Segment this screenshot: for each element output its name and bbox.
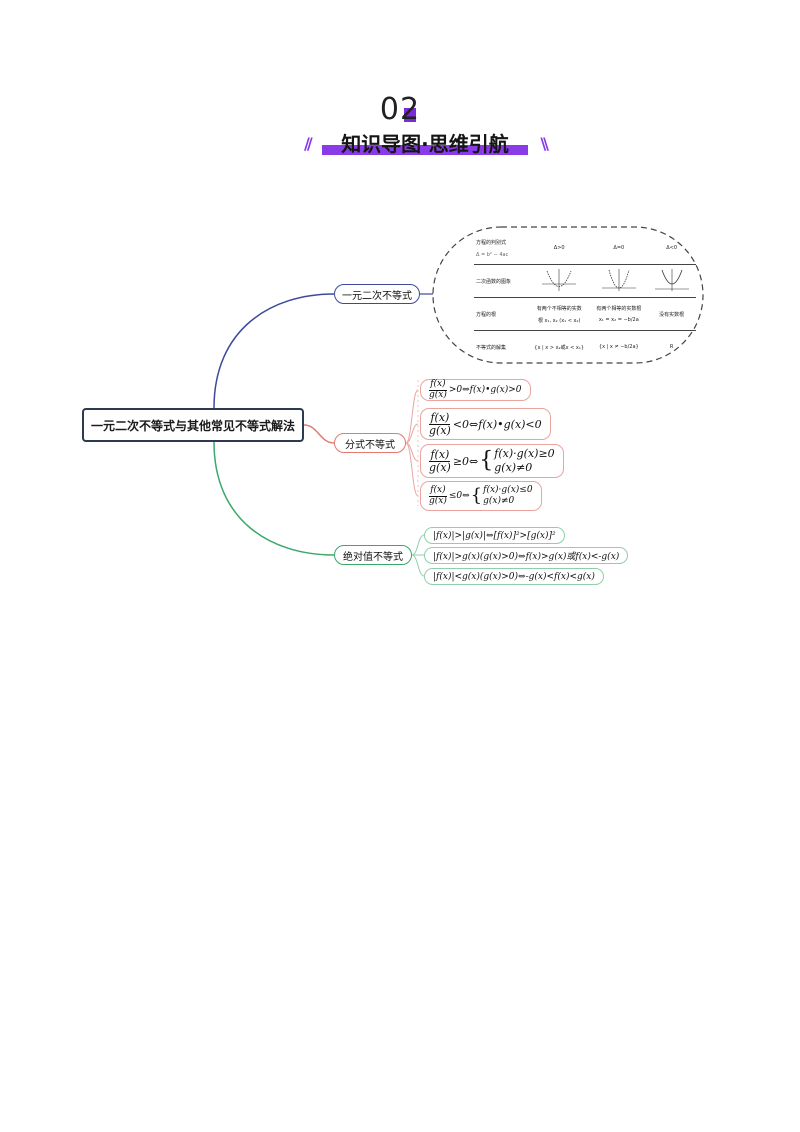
connector-root-to-absolute	[213, 441, 335, 556]
branch-absolute-inequality[interactable]: 绝对值不等式	[334, 545, 412, 565]
absolute-fan	[411, 534, 425, 577]
left-brace: {	[470, 485, 483, 506]
table-row: 二次函数的图象	[474, 264, 696, 298]
right-decor: \\	[540, 134, 549, 153]
leaf-relation: >0⇔f(x)•g(x)>0	[448, 385, 522, 395]
row-sublabel: Δ = b² − 4ac	[476, 251, 509, 258]
numerator: f(x)	[429, 410, 451, 425]
table-row: 不等式的解集 {x | x > x₂或x < x₁} {x | x ≠ −b/2…	[474, 331, 696, 364]
section-title: 知识导图·思维引航	[341, 132, 509, 156]
table-cell	[528, 264, 591, 298]
fraction: f(x)g(x)	[429, 449, 451, 473]
cell-line: 有两个相等的实数根	[596, 306, 642, 312]
denominator: g(x)	[429, 389, 447, 400]
table-cell: Δ<0	[647, 232, 696, 265]
numerator: f(x)	[429, 485, 447, 497]
table-cell: Δ>0	[528, 232, 591, 265]
branch-fractional-inequality[interactable]: 分式不等式	[334, 433, 406, 453]
left-brace: {	[479, 448, 494, 473]
left-decor: //	[304, 134, 313, 153]
cell-line: 有两个不相等的实数	[536, 305, 582, 312]
fraction: f(x)g(x)	[429, 379, 447, 400]
parabola-two-roots-graph	[542, 269, 577, 291]
section-number-accent	[404, 108, 416, 122]
fraction-leaf-lt[interactable]: f(x)g(x) <0⇔f(x)•g(x)<0	[420, 408, 551, 440]
condition-line: f(x)·g(x)≥0	[494, 447, 555, 461]
table-cell: {x | x ≠ −b/2a}	[598, 344, 639, 350]
absolute-leaf-greater[interactable]: |f(x)|>g(x)(g(x)>0)⇔f(x)>g(x)或f(x)<-g(x)	[424, 547, 629, 564]
condition-line: f(x)·g(x)≤0	[483, 484, 533, 495]
denominator: g(x)	[429, 495, 447, 506]
table-cell: 没有实数根	[647, 297, 696, 331]
row-label: 方程的判别式	[476, 239, 507, 246]
connector-root-to-quadratic	[213, 293, 335, 409]
cell-line: x₁ = x₂ = −b/2a	[598, 317, 639, 323]
table-cell: Δ=0	[590, 232, 648, 265]
section-title-block: // \\ 知识导图·思维引航	[300, 128, 550, 158]
table-cell	[590, 264, 648, 298]
leaf-relation: ≥0⇔	[452, 454, 479, 468]
table-cell: 方程的根	[474, 297, 528, 331]
table-cell: {x | x > x₂或x < x₁}	[534, 344, 585, 351]
denominator: g(x)	[429, 423, 451, 437]
table-row: 方程的判别式 Δ = b² − 4ac Δ>0 Δ=0 Δ<0	[474, 232, 696, 265]
connector-root-to-fraction	[303, 424, 335, 444]
fraction-leaf-gt[interactable]: f(x)g(x) >0⇔f(x)•g(x)>0	[420, 379, 531, 401]
numerator: f(x)	[429, 447, 451, 462]
title-highlight	[322, 145, 528, 155]
table-cell: 不等式的解集	[476, 344, 507, 351]
table-cell: 有两个不相等的实数根 x₁, x₂ (x₁ < x₂)	[528, 297, 591, 331]
root-node[interactable]: 一元二次不等式与其他常见不等式解法	[82, 408, 304, 442]
table-cell: 方程的判别式 Δ = b² − 4ac	[474, 232, 528, 265]
branch-quadratic-inequality[interactable]: 一元二次不等式	[334, 284, 420, 304]
section-number: 02	[379, 92, 421, 127]
fraction: f(x)g(x)	[429, 412, 451, 436]
table-row: 方程的根 有两个不相等的实数根 x₁, x₂ (x₁ < x₂) 有两个相等的实…	[474, 297, 696, 331]
denominator: g(x)	[429, 460, 451, 474]
absolute-leaf-less[interactable]: |f(x)|<g(x)(g(x)>0)⇔-g(x)<f(x)<g(x)	[424, 568, 604, 585]
leaf-relation: <0⇔f(x)•g(x)<0	[452, 417, 542, 431]
quadratic-summary-table: 方程的判别式 Δ = b² − 4ac Δ>0 Δ=0 Δ<0 二次函数的图象	[474, 232, 696, 363]
table-cell: R	[669, 344, 674, 350]
table-cell: 有两个相等的实数根 x₁ = x₂ = −b/2a	[590, 297, 648, 331]
condition-line: g(x)≠0	[494, 461, 533, 474]
quadratic-summary-card: 方程的判别式 Δ = b² − 4ac Δ>0 Δ=0 Δ<0 二次函数的图象	[432, 226, 704, 364]
numerator: f(x)	[429, 379, 447, 391]
parabola-one-root-graph	[601, 269, 636, 291]
parabola-no-root-graph	[654, 269, 689, 291]
fraction-fan	[405, 380, 419, 506]
table-cell: 二次函数的图象	[474, 264, 528, 298]
table-cell	[647, 264, 696, 298]
condition-line: g(x)≠0	[483, 496, 515, 506]
fraction: f(x)g(x)	[429, 485, 447, 506]
absolute-leaf-squares[interactable]: |f(x)|>|g(x)|⇔[f(x)]²>[g(x)]²	[424, 527, 565, 544]
cell-line: 根 x₁, x₂ (x₁ < x₂)	[537, 317, 581, 324]
leaf-relation: ≤0⇔	[448, 491, 470, 501]
